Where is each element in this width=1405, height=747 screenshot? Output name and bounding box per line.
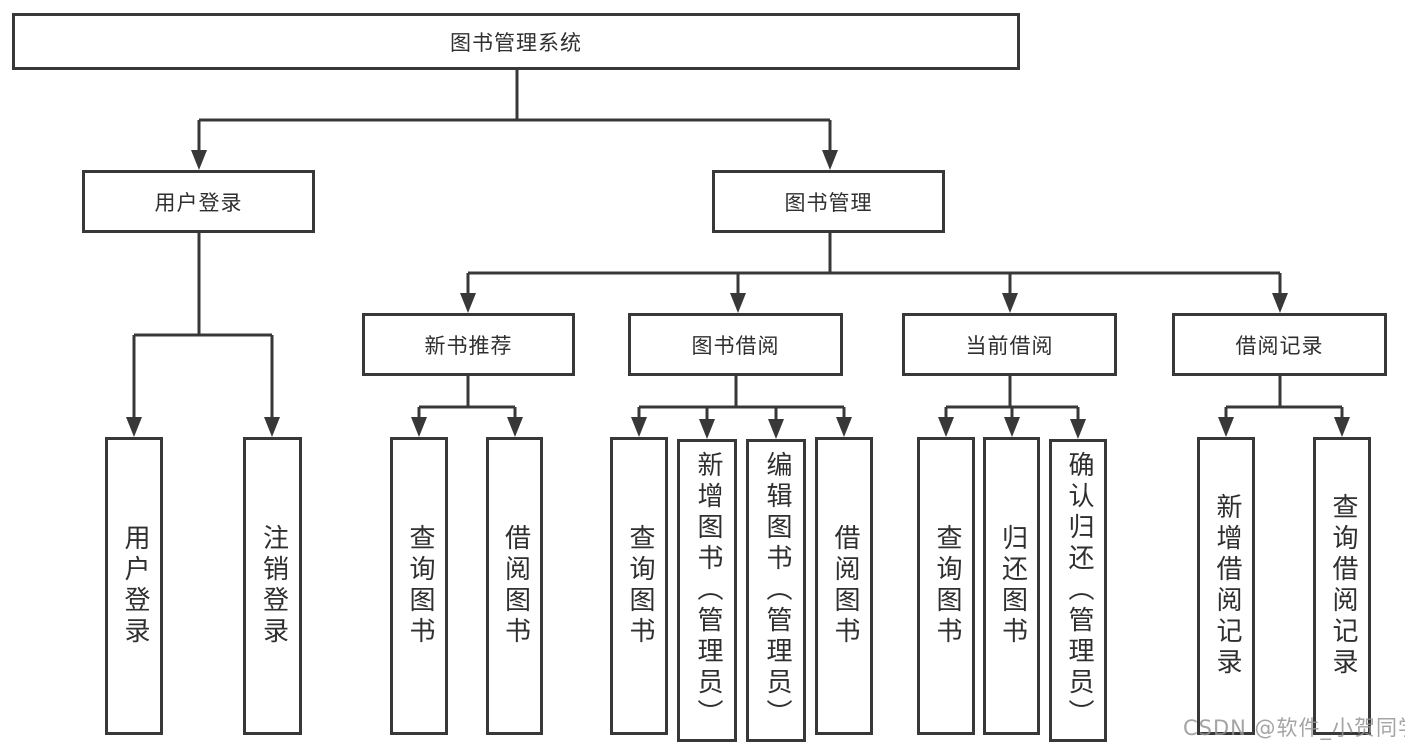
node-root-system: 图书管理系统 [12, 13, 1020, 70]
node-user-login-branch: 用户登录 [82, 170, 315, 233]
arrowhead-down-icon [1272, 293, 1288, 313]
arrowhead-down-icon [411, 417, 427, 437]
arrowhead-down-icon [1004, 417, 1020, 437]
node-leaf-query-books-borrow: 查询图书 [610, 437, 668, 735]
node-leaf-add-borrow-record: 新增借阅记录 [1197, 437, 1255, 735]
node-label: 注销登录 [258, 524, 289, 648]
node-borrow-records: 借阅记录 [1172, 313, 1387, 376]
node-label: 图书管理系统 [450, 30, 582, 55]
node-label: 用户登录 [119, 524, 150, 648]
node-new-book-recommend: 新书推荐 [362, 313, 575, 376]
node-book-borrow: 图书借阅 [628, 313, 843, 376]
connector-book-management-to-groups [460, 233, 1288, 313]
connector-new-book-recommend-to-leaves [411, 376, 523, 437]
arrowhead-down-icon [1070, 419, 1086, 439]
node-label: 借阅图书 [829, 524, 860, 648]
node-leaf-confirm-return-admin: 确认归还（管理员） [1049, 439, 1107, 742]
node-label: 图书管理 [784, 190, 873, 215]
arrowhead-down-icon [1218, 417, 1234, 437]
connector-root-to-branches [191, 70, 838, 170]
node-label: 借阅图书 [500, 524, 531, 648]
node-label: 查询图书 [404, 524, 435, 648]
node-label: 查询借阅记录 [1327, 493, 1358, 679]
arrowhead-down-icon [631, 417, 647, 437]
node-leaf-borrow-books-recommend: 借阅图书 [486, 437, 543, 735]
node-current-borrow: 当前借阅 [902, 313, 1117, 376]
node-label: 新增图书（管理员） [692, 451, 723, 730]
node-label: 编辑图书（管理员） [761, 451, 792, 730]
node-label: 借阅记录 [1235, 333, 1324, 358]
arrowhead-down-icon [1334, 417, 1350, 437]
arrowhead-down-icon [460, 293, 476, 313]
node-leaf-query-books-recommend: 查询图书 [390, 437, 448, 735]
node-label: 新书推荐 [424, 333, 513, 358]
arrowhead-down-icon [938, 417, 954, 437]
arrowhead-down-icon [768, 419, 784, 439]
arrowhead-down-icon [730, 293, 746, 313]
watermark-text: CSDN @软件_小贺同学 [1183, 716, 1405, 740]
node-label: 确认归还（管理员） [1063, 451, 1094, 730]
node-label: 图书借阅 [691, 333, 780, 358]
connector-current-borrow-to-leaves [938, 376, 1086, 439]
arrowhead-down-icon [191, 150, 207, 170]
node-leaf-query-books-current: 查询图书 [917, 437, 975, 735]
arrowhead-down-icon [507, 417, 523, 437]
node-leaf-edit-books-admin: 编辑图书（管理员） [746, 439, 806, 742]
node-leaf-logout: 注销登录 [243, 437, 302, 735]
arrowhead-down-icon [836, 417, 852, 437]
node-leaf-query-borrow-record: 查询借阅记录 [1313, 437, 1371, 735]
node-label: 新增借阅记录 [1211, 493, 1242, 679]
connector-user-login-to-leaves [126, 233, 280, 437]
node-leaf-user-login: 用户登录 [105, 437, 163, 735]
arrowhead-down-icon [126, 417, 142, 437]
node-book-management: 图书管理 [712, 170, 945, 233]
arrowhead-down-icon [699, 419, 715, 439]
node-label: 查询图书 [931, 524, 962, 648]
node-label: 查询图书 [624, 524, 655, 648]
connector-borrow-records-to-leaves [1218, 376, 1350, 437]
arrowhead-down-icon [822, 150, 838, 170]
arrowhead-down-icon [264, 417, 280, 437]
node-label: 当前借阅 [965, 333, 1054, 358]
arrowhead-down-icon [1002, 293, 1018, 313]
connector-book-borrow-to-leaves [631, 376, 852, 439]
node-leaf-return-books: 归还图书 [983, 437, 1040, 735]
node-leaf-borrow-books: 借阅图书 [815, 437, 873, 735]
node-label: 用户登录 [154, 190, 243, 215]
node-leaf-add-books-admin: 新增图书（管理员） [677, 439, 737, 742]
node-label: 归还图书 [997, 524, 1028, 648]
